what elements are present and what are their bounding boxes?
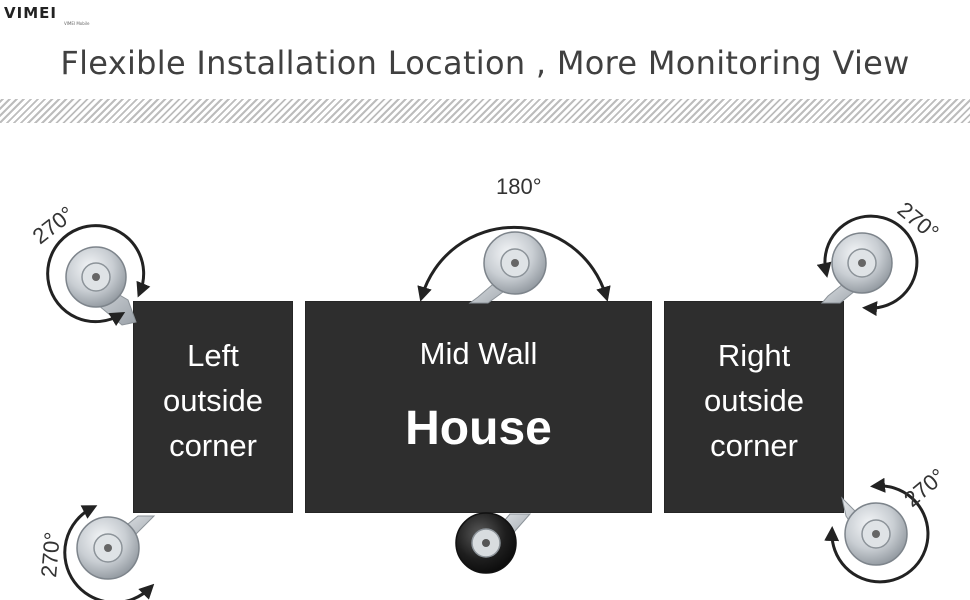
panel-right-outside-corner: Right outside corner	[664, 301, 844, 513]
degree-label-top-left: 270°	[28, 201, 79, 249]
degree-label-bottom-left: 270°	[36, 531, 65, 579]
rotation-arrow-top-left	[46, 224, 151, 327]
page-title: Flexible Installation Location , More Mo…	[60, 44, 910, 82]
house-label: House	[405, 402, 552, 455]
panel-left-label: Left outside corner	[163, 338, 263, 463]
panel-left-outside-corner: Left outside corner	[133, 301, 293, 513]
hatched-divider	[0, 99, 970, 123]
panel-mid-label: Mid Wall	[419, 336, 538, 371]
degree-label-top-mid: 180°	[496, 174, 542, 199]
degree-label-bottom-right: 270°	[899, 463, 950, 511]
camera-top-left	[65, 246, 137, 326]
rotation-arrow-top-mid	[417, 226, 611, 302]
panel-right-label: Right outside corner	[704, 338, 804, 463]
camera-bottom-right	[841, 496, 908, 566]
camera-bottom-left	[76, 515, 156, 580]
rotation-arrow-top-right	[816, 214, 919, 317]
camera-top-right	[820, 232, 893, 304]
panel-mid-wall: Mid Wall House	[305, 301, 652, 513]
camera-bottom-mid	[455, 512, 532, 574]
degree-label-top-right: 270°	[893, 197, 944, 245]
brand-logo-text: VIMEI	[4, 4, 57, 22]
rotation-arrow-bottom-left	[63, 505, 155, 600]
brand-logo-subtext: VIMEI Mobile	[64, 21, 90, 26]
rotation-arrow-bottom-right	[824, 477, 930, 584]
brand-logo: VIMEI VIMEI Mobile	[2, 2, 122, 26]
camera-top-mid	[468, 231, 547, 304]
